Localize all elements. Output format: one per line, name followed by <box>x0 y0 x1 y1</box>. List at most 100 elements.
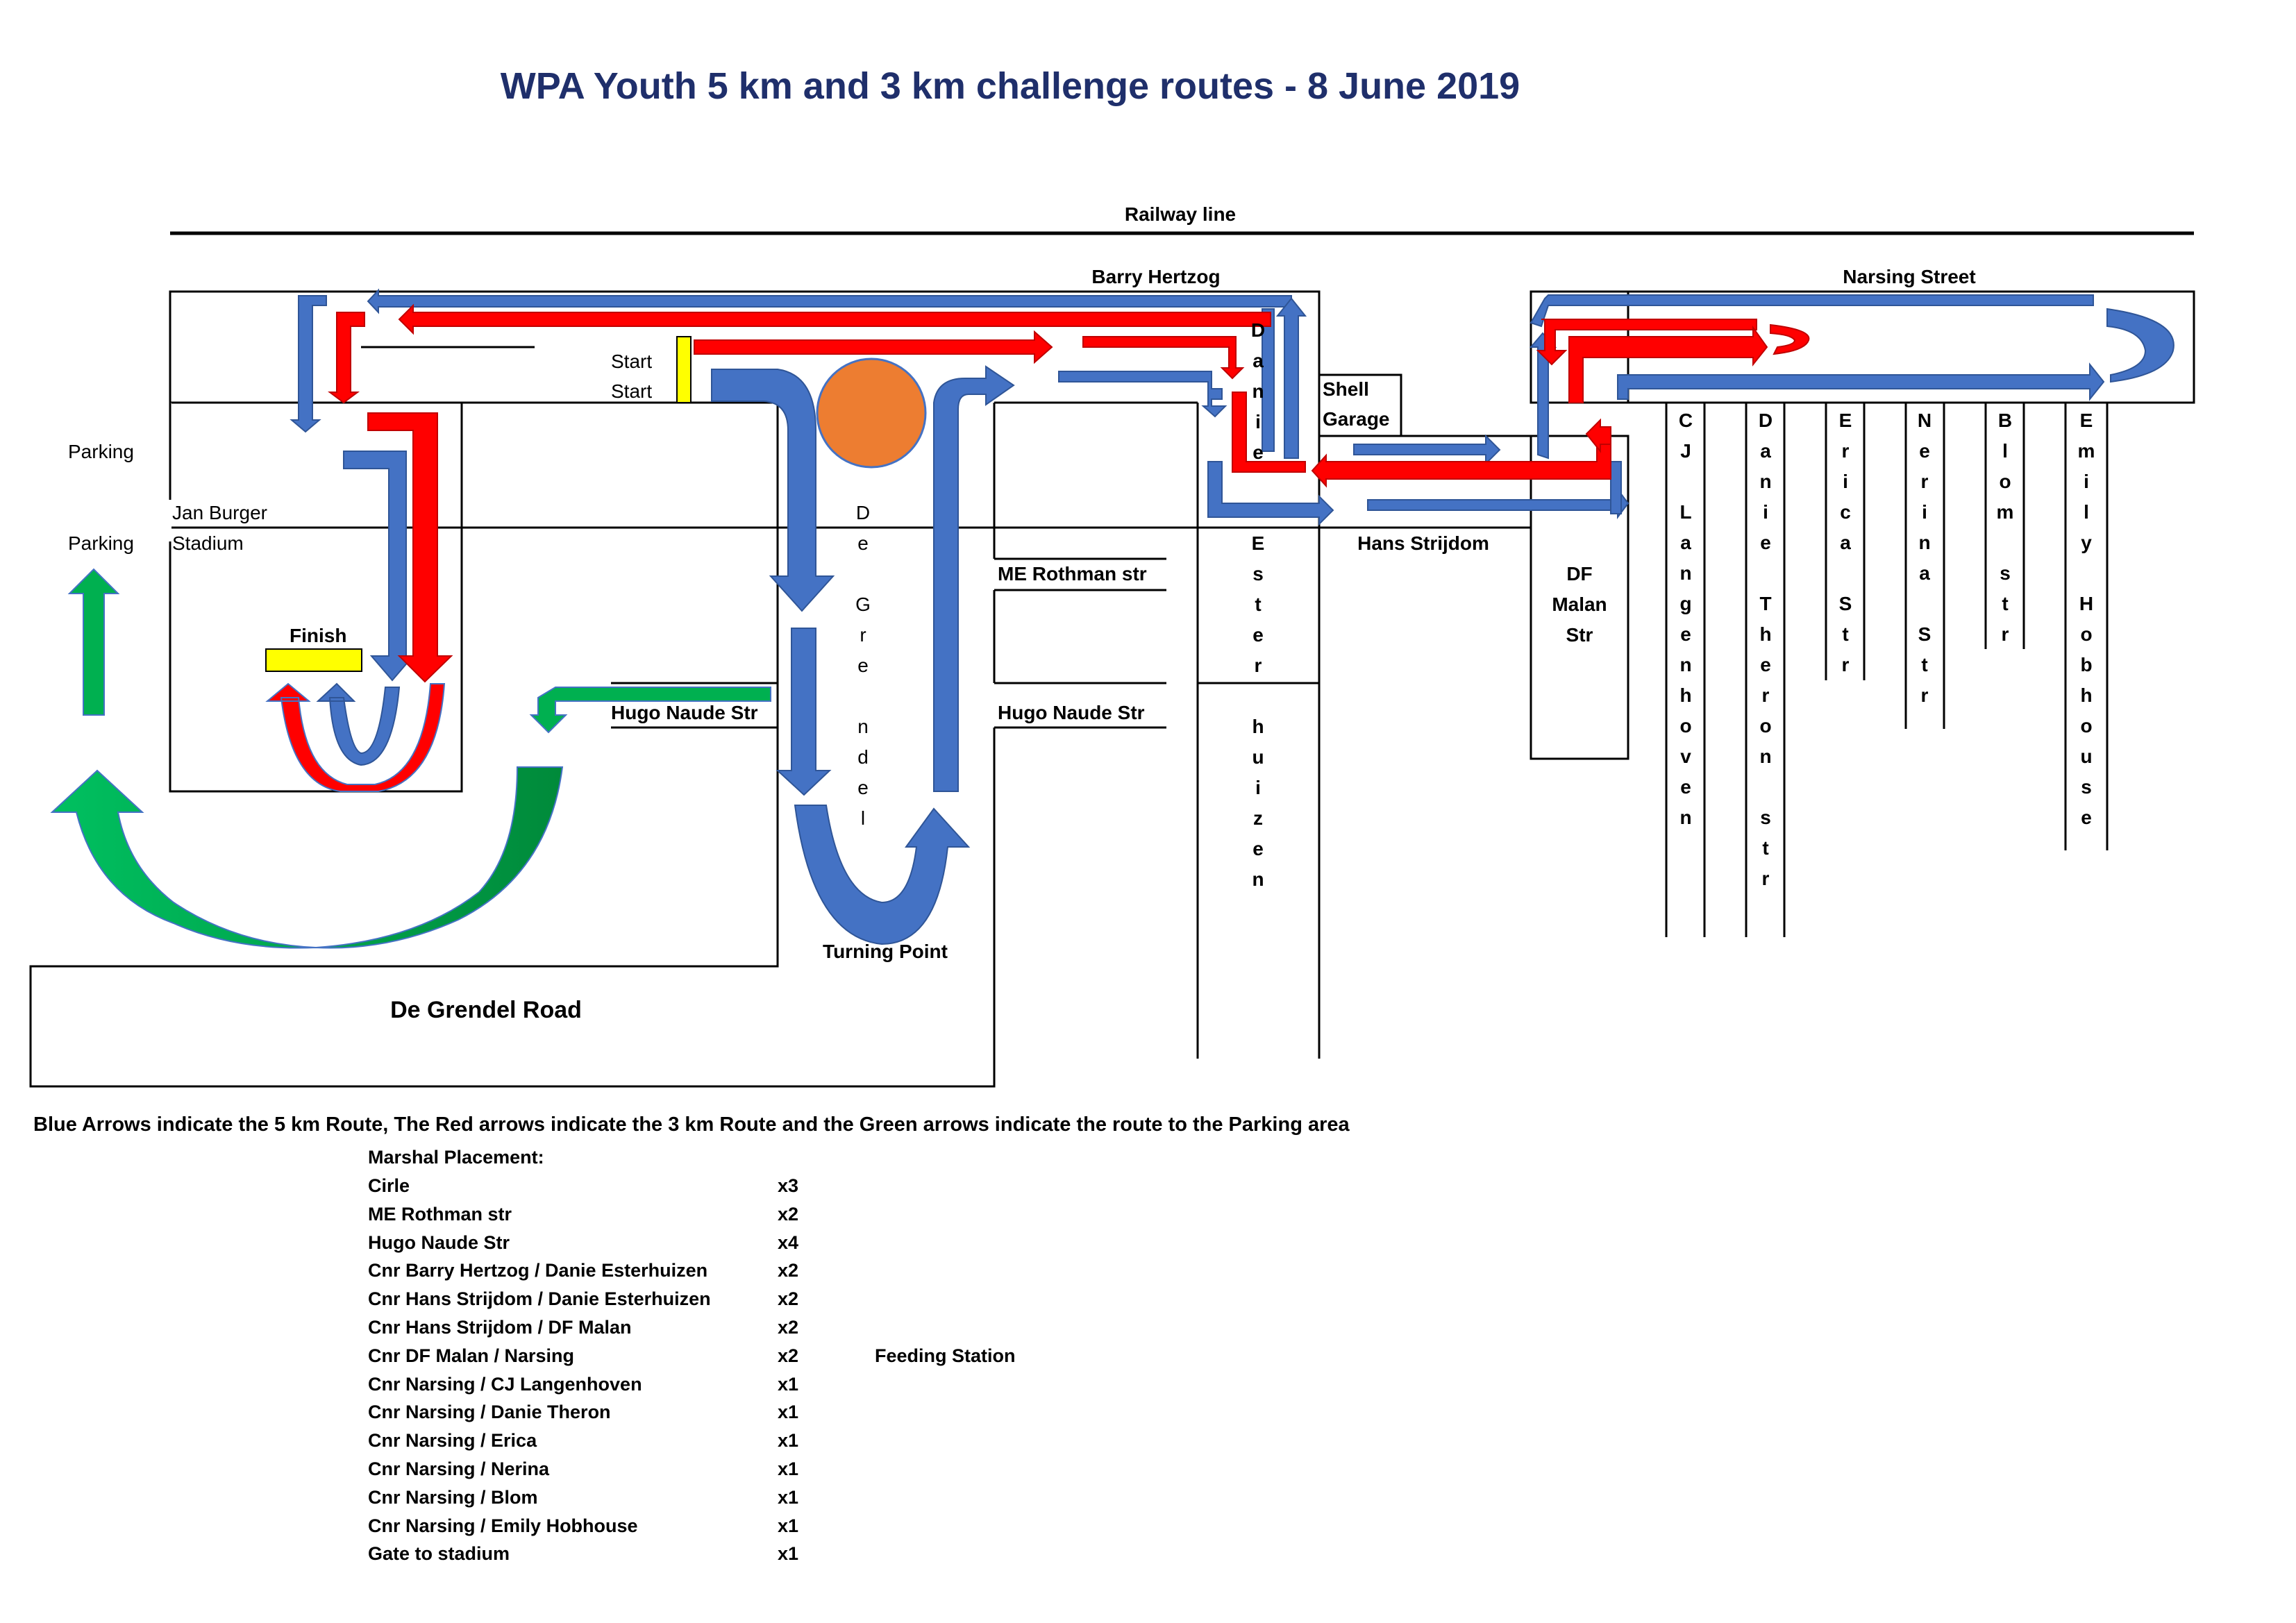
page-title: WPA Youth 5 km and 3 km challenge routes… <box>501 65 1520 107</box>
label-barry-hertzog: Barry Hertzog <box>1091 266 1220 287</box>
street-letter-erica: t <box>1842 623 1848 645</box>
label-start-1: Start <box>611 351 652 372</box>
street-letter-danie-theron: h <box>1759 623 1771 645</box>
marshal-row: ME Rothman str x2 <box>368 1203 798 1225</box>
street-letter-cj-langenhoven: o <box>1679 715 1691 737</box>
street-letter-nerina: a <box>1919 562 1930 584</box>
label-de-grendel-road: De Grendel Road <box>390 997 582 1023</box>
street-letter-cj-langenhoven: L <box>1679 501 1691 523</box>
street-letter-danie-esterhuizen-top: e <box>1252 442 1264 463</box>
street-letter-blom: s <box>2000 562 2011 584</box>
street-letter-cj-langenhoven: a <box>1680 532 1691 553</box>
street-letter-cj-langenhoven: n <box>1679 807 1691 828</box>
marshal-row: Cirle x3 <box>368 1175 798 1197</box>
street-letter-de-grendel: l <box>861 807 865 829</box>
vertical-street-labels: DeGrendelDanieEsterhuizenCJLangenhovenDa… <box>855 319 2095 890</box>
street-letter-esterhuizen: n <box>1252 868 1264 890</box>
start-marker <box>676 336 692 403</box>
marshal-count: x3 <box>778 1175 799 1196</box>
street-letter-cj-langenhoven: n <box>1679 562 1691 584</box>
street-letter-danie-theron: i <box>1763 501 1768 523</box>
street-letter-emily-hobhouse: H <box>2079 593 2093 614</box>
label-hans-strijdom: Hans Strijdom <box>1357 532 1489 554</box>
marshal-count: x2 <box>778 1288 799 1310</box>
street-letter-de-grendel: e <box>857 777 869 798</box>
label-narsing-street: Narsing Street <box>1843 266 1975 287</box>
street-letter-blom: m <box>1997 501 2014 523</box>
finish-uturn-blue <box>316 682 401 766</box>
marshal-place: Cnr DF Malan / Narsing <box>368 1345 575 1366</box>
marshal-place: Cnr Hans Strijdom / DF Malan <box>368 1317 632 1338</box>
marshal-place: Cnr Barry Hertzog / Danie Esterhuizen <box>368 1260 708 1281</box>
street-letter-danie-theron: e <box>1760 532 1771 553</box>
street-letter-emily-hobhouse: o <box>2080 623 2092 645</box>
street-letter-danie-theron: r <box>1762 684 1770 706</box>
street-letter-danie-theron: n <box>1759 746 1771 767</box>
street-letter-erica: S <box>1839 593 1852 614</box>
marshal-count: x4 <box>778 1231 799 1253</box>
marshal-row: Cnr Hans Strijdom / Danie Esterhuizen x2 <box>368 1288 798 1310</box>
street-letter-danie-theron: n <box>1759 471 1771 492</box>
street-letter-blom: t <box>2002 593 2008 614</box>
street-letter-blom: B <box>1998 410 2012 431</box>
street-letter-erica: E <box>1839 410 1852 431</box>
street-letter-emily-hobhouse: s <box>2081 776 2092 798</box>
street-letter-danie-esterhuizen-top: n <box>1252 380 1264 402</box>
marshal-place: Cnr Narsing / Blom <box>368 1486 538 1508</box>
street-letter-esterhuizen: i <box>1255 777 1261 798</box>
street-letter-danie-esterhuizen-top: i <box>1255 411 1261 432</box>
street-letter-erica: a <box>1840 532 1851 553</box>
marshal-place: ME Rothman str <box>368 1203 512 1225</box>
street-letter-danie-theron: D <box>1759 410 1773 431</box>
street-letter-emily-hobhouse: m <box>2078 440 2095 462</box>
street-letter-esterhuizen: r <box>1255 655 1262 676</box>
street-letter-cj-langenhoven: C <box>1679 410 1693 431</box>
street-letter-danie-theron: a <box>1760 440 1771 462</box>
street-letter-cj-langenhoven: e <box>1680 776 1691 798</box>
street-letter-cj-langenhoven: n <box>1679 654 1691 675</box>
street-letter-de-grendel: d <box>857 746 869 768</box>
street-letter-cj-langenhoven: v <box>1680 746 1691 767</box>
marshal-count: x2 <box>778 1317 799 1338</box>
route-map: WPA Youth 5 km and 3 km challenge routes… <box>29 65 2195 1088</box>
street-letter-blom: l <box>2002 440 2008 462</box>
street-letter-esterhuizen: z <box>1253 807 1263 829</box>
route-3km-arrows <box>328 303 1810 683</box>
street-letter-danie-theron: s <box>1760 807 1771 828</box>
label-start-2: Start <box>611 380 652 402</box>
street-letter-erica: c <box>1840 501 1851 523</box>
street-letter-emily-hobhouse: l <box>2084 501 2089 523</box>
street-letter-de-grendel: D <box>856 502 870 523</box>
street-letter-esterhuizen: e <box>1252 838 1264 859</box>
label-jan-burger: Jan Burger <box>172 502 267 523</box>
label-hugo-naude-right: Hugo Naude Str <box>998 702 1145 723</box>
label-parking-2: Parking <box>68 532 134 554</box>
marshal-count: x2 <box>778 1203 799 1225</box>
marshal-place: Cirle <box>368 1175 410 1196</box>
street-letter-erica: r <box>1842 440 1850 462</box>
marshal-place: Cnr Narsing / Danie Theron <box>368 1402 611 1423</box>
marshal-count: x1 <box>778 1486 799 1508</box>
street-letter-esterhuizen: h <box>1252 716 1264 737</box>
street-letter-danie-esterhuizen-top: D <box>1251 319 1265 341</box>
street-letter-esterhuizen: u <box>1252 746 1264 768</box>
label-hugo-naude-left: Hugo Naude Str <box>611 702 758 723</box>
street-letter-emily-hobhouse: E <box>2080 410 2093 431</box>
railway-label: Railway line <box>1125 203 1236 225</box>
marshal-place: Cnr Narsing / CJ Langenhoven <box>368 1373 642 1395</box>
street-letter-emily-hobhouse: h <box>2080 684 2092 706</box>
street-letter-esterhuizen: s <box>1252 563 1264 585</box>
street-letter-emily-hobhouse: o <box>2080 715 2092 737</box>
marshal-note: Feeding Station <box>875 1345 1016 1366</box>
route-parking-arrows <box>50 568 771 949</box>
route-5km-arrows <box>290 288 2175 945</box>
marshal-place: Gate to stadium <box>368 1543 510 1565</box>
street-letter-cj-langenhoven: h <box>1679 684 1691 706</box>
marshal-place: Cnr Hans Strijdom / Danie Esterhuizen <box>368 1288 711 1310</box>
